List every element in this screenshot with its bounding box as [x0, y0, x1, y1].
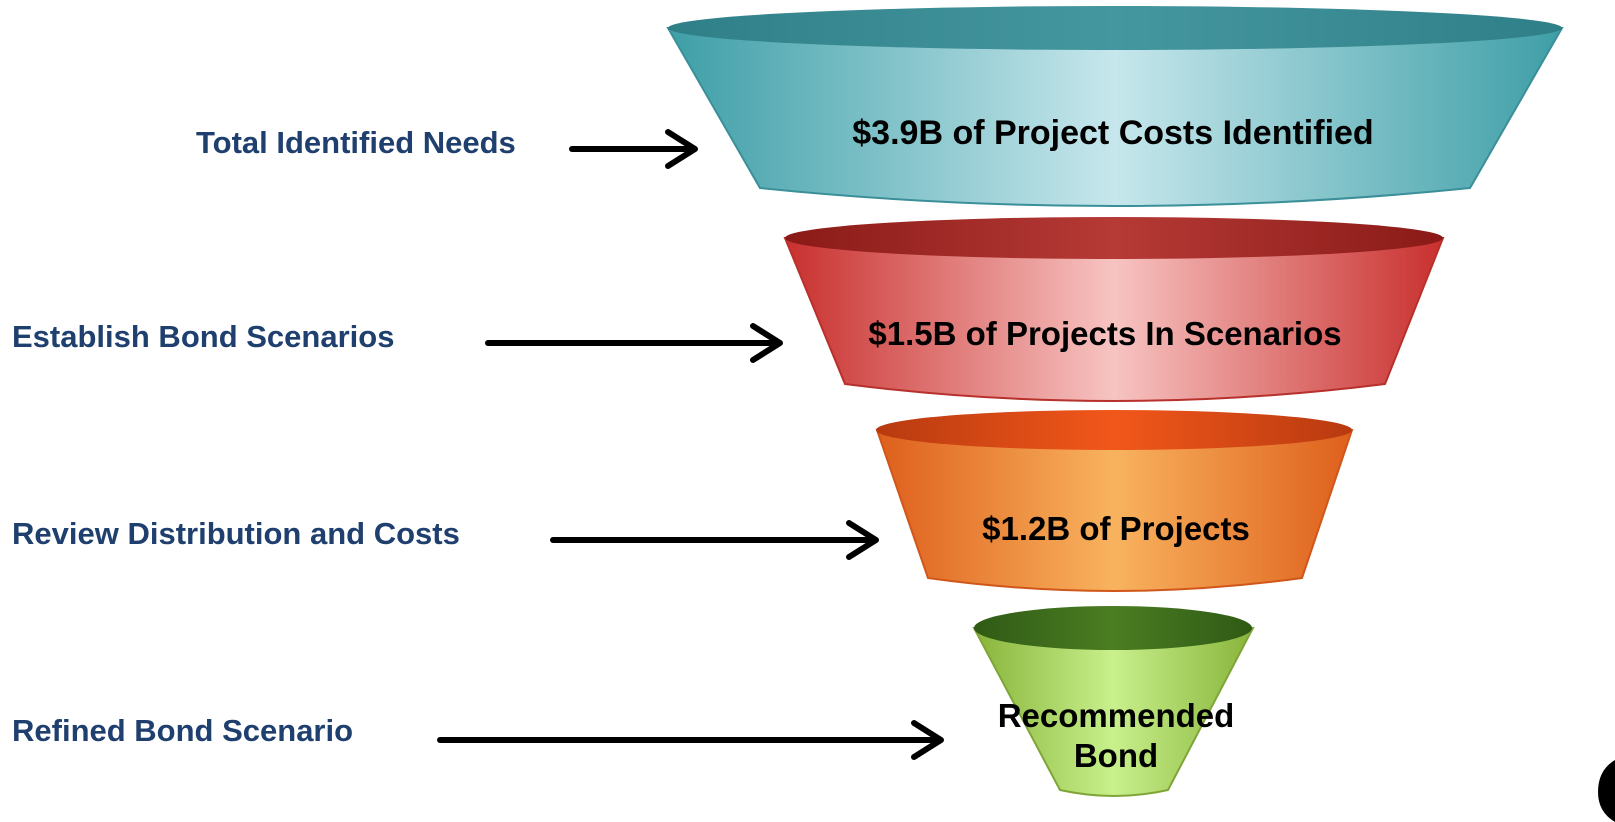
funnel-tier-2-body [783, 237, 1445, 402]
funnel-tier-3-text: $1.2B of Projects [982, 510, 1250, 547]
edge-fragment [1598, 760, 1615, 822]
arrow-4 [437, 720, 944, 760]
funnel-tier-2-rim [785, 217, 1443, 259]
funnel-tier-4-text-line2: Bond [1074, 737, 1158, 774]
funnel-tier-1: $3.9B of Project Costs Identified [666, 6, 1564, 207]
funnel-tier-4-body [972, 627, 1255, 797]
stage-label-2: Establish Bond Scenarios [12, 319, 394, 354]
funnel-tier-3-rim [876, 410, 1352, 450]
arrow-2 [485, 323, 783, 363]
funnel-tier-2: $1.5B of Projects In Scenarios [783, 217, 1445, 402]
funnel-tier-3-body [875, 429, 1354, 592]
funnel-tier-4-text-line1: Recommended [998, 697, 1235, 734]
stage-label-4: Refined Bond Scenario [12, 713, 353, 748]
stage-label-3: Review Distribution and Costs [12, 516, 460, 551]
funnel-tier-4: Recommended Bond [972, 606, 1255, 797]
funnel-tier-4-rim [974, 606, 1252, 650]
arrow-3 [550, 520, 879, 560]
funnel-tier-1-text: $3.9B of Project Costs Identified [852, 114, 1373, 152]
funnel-tier-3: $1.2B of Projects [875, 410, 1354, 592]
funnel-tier-2-text: $1.5B of Projects In Scenarios [868, 315, 1341, 352]
stage-label-1: Total Identified Needs [196, 125, 516, 160]
arrow-1 [569, 129, 698, 169]
funnel-tier-1-body [666, 27, 1564, 207]
funnel-tier-1-rim [668, 6, 1562, 50]
